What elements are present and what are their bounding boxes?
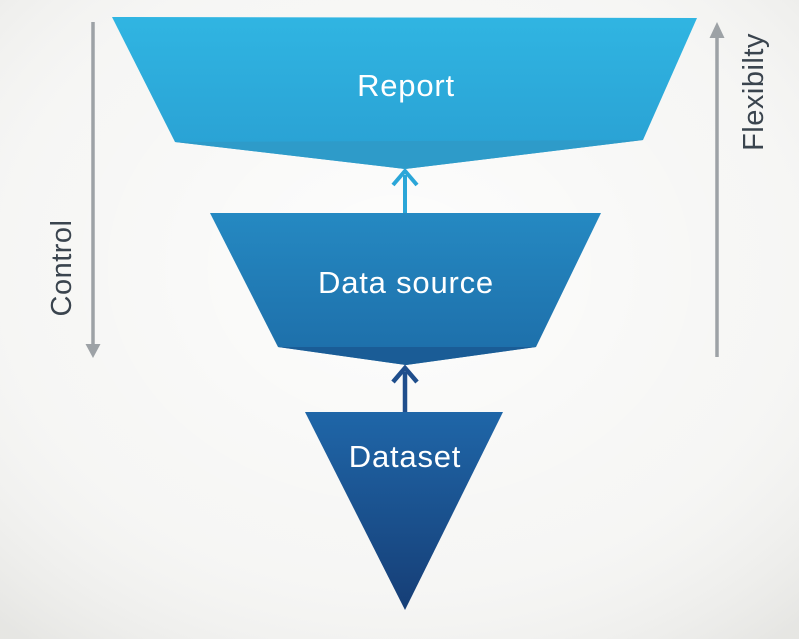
flexibility-arrowhead-up-icon — [709, 22, 725, 38]
funnel-level-dataset: Dataset — [305, 412, 503, 610]
funnel-level-datasource: Data source — [210, 213, 601, 365]
dataset-shape — [305, 412, 503, 610]
arrow-dataset-to-datasource — [391, 364, 419, 412]
control-axis-arrow: Control — [46, 22, 101, 358]
report-shadow-chevron — [175, 140, 643, 169]
arrow-up-dark-head-icon — [391, 364, 419, 384]
funnel-level-report: Report — [112, 17, 697, 169]
report-label: Report — [357, 68, 455, 103]
datasource-shadow-chevron — [278, 347, 536, 365]
arrow-up-light-head-icon — [391, 167, 419, 187]
flexibility-axis-arrow: Flexibilty — [709, 22, 770, 357]
datasource-label: Data source — [318, 265, 494, 300]
control-label: Control — [46, 220, 78, 317]
report-shape — [112, 17, 697, 169]
control-arrowhead-down-icon — [85, 344, 101, 358]
flexibility-label: Flexibilty — [738, 33, 770, 151]
datasource-shape — [210, 213, 601, 365]
dataset-label: Dataset — [349, 439, 461, 474]
arrow-datasource-to-report — [391, 167, 419, 213]
